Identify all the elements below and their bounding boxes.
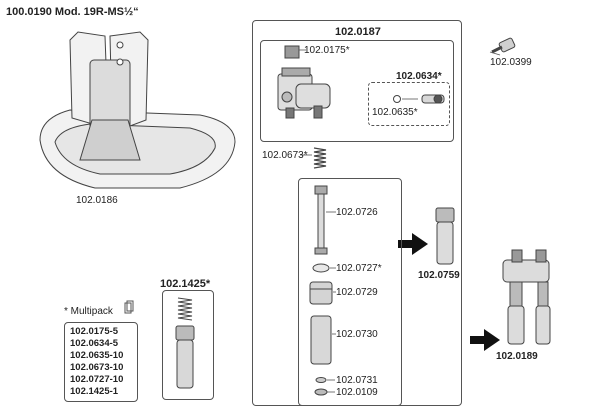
stack-part-label-3: 102.0729	[336, 287, 378, 298]
multipack-item: 102.0175-5	[70, 326, 119, 337]
multipack-item: 102.0634-5	[70, 338, 119, 349]
nut-drawing	[309, 281, 333, 305]
valve-stem-drawing	[314, 185, 328, 255]
sleeve-drawing	[310, 315, 332, 365]
screw-part-label: 102.0399	[490, 57, 532, 68]
multipack-label: * Multipack	[64, 306, 113, 317]
cartridge-label: 102.0759	[418, 270, 460, 281]
valve-kit-drawing	[393, 94, 445, 104]
valve-kit-label: 102.0634*	[396, 71, 442, 82]
drinking-bowl-drawing	[39, 31, 236, 189]
valve-kit-item-label: 102.0635*	[372, 107, 418, 118]
multipack-list: 102.0175-5 102.0634-5 102.0635-10 102.06…	[70, 326, 123, 398]
washer-drawing	[312, 263, 330, 273]
arrow-to-cartridge	[398, 233, 428, 255]
main-assembly-label: 102.0187	[335, 26, 381, 38]
multipack-item: 102.0727-10	[70, 374, 124, 385]
spring-kit-drawing	[177, 297, 193, 321]
spring-part-label: 102.0673*	[262, 150, 308, 161]
valve-body-frame	[260, 40, 454, 142]
multipack-icon	[124, 300, 134, 314]
stack-part-label-6: 102.0109	[336, 387, 378, 398]
stack-frame	[298, 178, 402, 406]
bowl-part-label: 102.0186	[76, 195, 118, 206]
leader-lines	[299, 49, 501, 393]
diagram-title: 100.0190 Mod. 19R-MS½“	[6, 6, 139, 18]
spring-kit-frame	[162, 290, 214, 400]
top-fitting-label: 102.0175*	[304, 45, 350, 56]
spring-drawing	[313, 147, 327, 169]
arrow-to-complete-unit	[470, 329, 500, 351]
multipack-item: 102.1425-1	[70, 386, 119, 397]
stack-part-label-1: 102.0726	[336, 207, 378, 218]
valve-kit-frame	[368, 82, 450, 126]
stack-part-label-5: 102.0731	[336, 375, 378, 386]
spring-kit-sleeve-drawing	[175, 325, 195, 389]
valve-body-drawing	[277, 45, 331, 119]
stack-part-label-4: 102.0730	[336, 329, 378, 340]
multipack-item: 102.0635-10	[70, 350, 124, 361]
screw-drawing	[491, 37, 516, 54]
spring-kit-label: 102.1425*	[160, 278, 211, 290]
complete-unit-drawing	[502, 249, 551, 345]
stack-part-label-2: 102.0727*	[336, 263, 382, 274]
multipack-frame	[64, 322, 138, 402]
multipack-item: 102.0673-10	[70, 362, 124, 373]
complete-unit-label: 102.0189	[496, 351, 538, 362]
small-washer-drawing	[315, 377, 327, 383]
cartridge-drawing	[435, 207, 455, 265]
